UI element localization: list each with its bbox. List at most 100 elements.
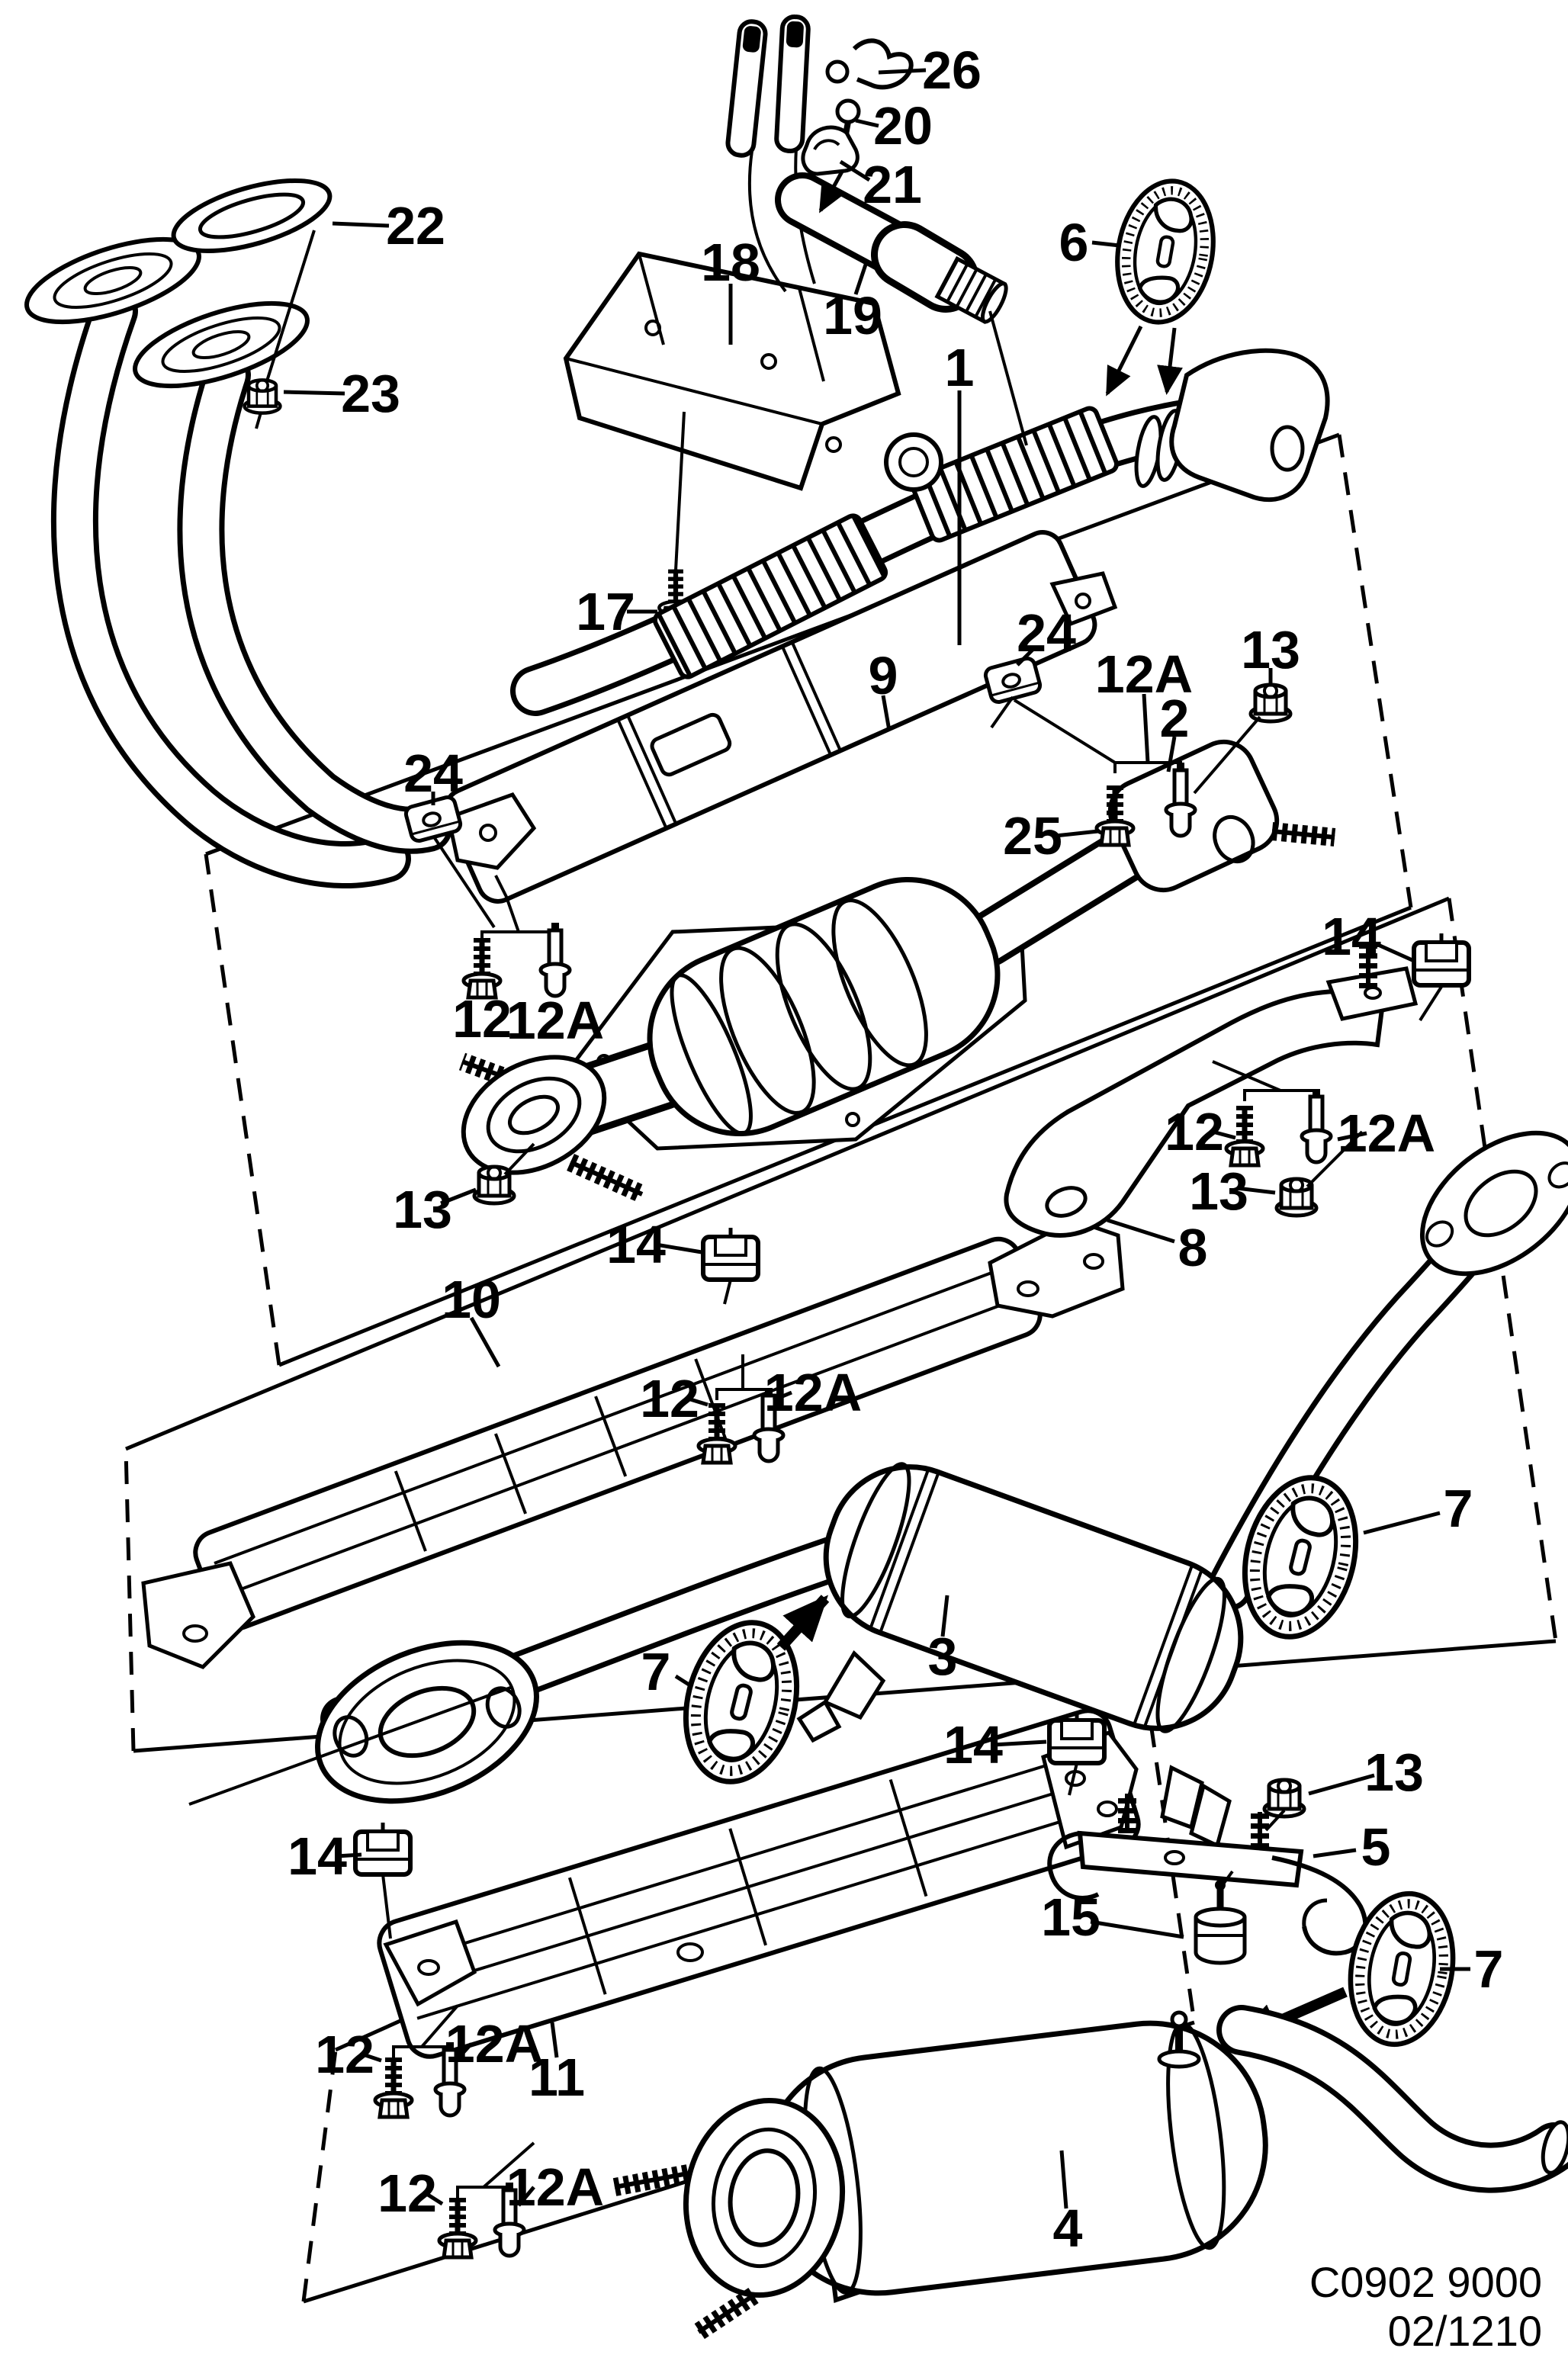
callout-leader-13	[1308, 1773, 1375, 1796]
callout-label-6: 6	[1059, 213, 1089, 272]
clip14a-line	[1419, 985, 1443, 1022]
callout-label-7: 7	[1474, 1939, 1504, 1999]
clip24b-line	[990, 695, 1014, 729]
callout-label-20: 20	[873, 96, 933, 156]
callout-leader-25	[1055, 829, 1099, 838]
callout-leader-12A	[455, 2042, 473, 2062]
callout-leader-21	[839, 159, 871, 182]
front-pipe-flange	[1169, 348, 1330, 503]
callout-label-2: 2	[1160, 689, 1190, 748]
clip14c-line	[1068, 1762, 1078, 1796]
front-pipe	[535, 348, 1330, 691]
callout-label-26: 26	[922, 40, 982, 100]
center-muffler-3	[188, 1130, 1568, 1849]
callout-label-12A: 12A	[764, 1363, 862, 1422]
clip-14-shield11-right	[1049, 1711, 1104, 1763]
callout-leader-12A	[1337, 1131, 1367, 1142]
callout-leader-14	[1368, 939, 1415, 963]
leader-lines	[283, 68, 1470, 2209]
callout-leader-10	[469, 1316, 501, 1368]
callout-leader-5	[1313, 1848, 1357, 1858]
rubber-hanger-6	[1107, 173, 1224, 329]
callout-label-13: 13	[1241, 620, 1300, 679]
callout-leader-24	[1016, 647, 1036, 667]
callout-leader-22	[332, 221, 390, 228]
nut13d-line	[1264, 1809, 1286, 1832]
callout-label-12A: 12A	[506, 991, 604, 1050]
nut13c-line	[1306, 1130, 1364, 1188]
callout-label-23: 23	[341, 364, 400, 423]
callout-label-12: 12	[315, 2025, 374, 2084]
callout-label-1: 1	[945, 338, 975, 397]
callout-leader-9	[881, 695, 892, 731]
callout-label-14: 14	[943, 1715, 1003, 1775]
rear-muffler-4	[612, 2010, 1568, 2340]
callout-label-12: 12	[452, 989, 512, 1049]
callout-label-12A: 12A	[1338, 1103, 1435, 1163]
cable-clip-26	[825, 38, 914, 90]
support-bracket-8	[1004, 946, 1419, 1238]
callout-label-12: 12	[378, 2163, 437, 2223]
callout-label-8: 8	[1178, 1218, 1208, 1277]
muffler3-front-flange	[315, 1640, 539, 1804]
callout-label-14: 14	[606, 1215, 666, 1274]
figure-code: C0902 9000	[1309, 2258, 1542, 2306]
buffer15-line	[1219, 1870, 1234, 1890]
callout-leader-12	[1212, 1129, 1236, 1140]
callout-label-13: 13	[393, 1180, 452, 1239]
callout-label-13: 13	[1189, 1161, 1248, 1221]
callout-leader-13	[440, 1187, 477, 1206]
muffler3-rear-flange	[1419, 1130, 1568, 1277]
nut13b-line	[503, 1142, 535, 1176]
callout-leader-12	[687, 1396, 708, 1407]
callout-leader-23	[283, 390, 345, 396]
callout-label-12A: 12A	[506, 2157, 604, 2217]
callout-label-15: 15	[1041, 1887, 1100, 1947]
callout-label-18: 18	[701, 233, 760, 292]
callout-label-22: 22	[386, 196, 445, 255]
callout-leader-11	[550, 2022, 559, 2058]
callout-leader-14	[336, 1852, 362, 1858]
callout-label-24: 24	[1017, 603, 1076, 663]
rubber-buffer-15	[1194, 1880, 1247, 1965]
callout-leader-12A	[517, 2186, 535, 2207]
hanger6-arrow-right	[1157, 327, 1183, 395]
callout-label-14: 14	[1322, 907, 1381, 966]
callout-label-7: 7	[1444, 1479, 1473, 1538]
starter-heat-shield	[563, 251, 901, 491]
callout-label-21: 21	[863, 155, 922, 214]
clip14b-line	[723, 1279, 732, 1305]
callout-leader-13	[1236, 1186, 1276, 1195]
clip-14-shield10	[703, 1228, 758, 1280]
callout-leader-19	[853, 262, 869, 295]
heat-shield-11	[377, 1708, 1141, 2059]
callout-leader-4	[1059, 2150, 1068, 2209]
callout-label-19: 19	[823, 286, 882, 345]
muffler4-inlet-flange	[683, 2097, 846, 2298]
callout-label-11: 11	[529, 2048, 585, 2107]
oxygen-sensor-assembly	[725, 14, 1028, 446]
callout-label-3: 3	[928, 1627, 958, 1686]
callout-leader-3	[940, 1595, 949, 1637]
hanger6-arrow-left	[1105, 325, 1143, 397]
callout-label-13: 13	[1364, 1743, 1424, 1802]
callout-label-17: 17	[576, 582, 635, 641]
callout-leader-12A	[773, 1390, 792, 1402]
manifold-nut	[245, 380, 281, 413]
clip24-line	[432, 834, 496, 929]
callout-leader-2	[1166, 736, 1177, 773]
callout-label-12A: 12A	[1095, 644, 1193, 704]
clip-14-shield11-left	[355, 1823, 410, 1874]
hanger7a-arrow	[776, 1595, 830, 1651]
callout-leader-8	[1107, 1218, 1175, 1244]
callout-leader-6	[1091, 240, 1120, 248]
cat-inlet-flange	[461, 1055, 607, 1175]
callout-label-10: 10	[442, 1270, 501, 1329]
callout-label-14: 14	[288, 1826, 347, 1886]
callout-leader-20	[855, 118, 879, 128]
callout-label-25: 25	[1003, 806, 1062, 866]
callout-leader-14	[655, 1242, 702, 1254]
